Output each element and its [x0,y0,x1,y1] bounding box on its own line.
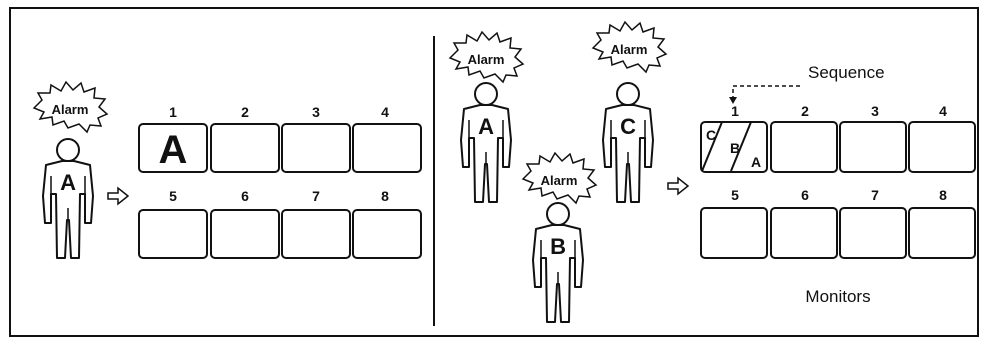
monitor-number: 8 [381,188,389,204]
alarm-text: Alarm [541,173,578,188]
monitor-screen [210,123,280,173]
monitor-number: 6 [241,188,249,204]
monitor-number: 2 [241,104,249,120]
alarm-burst: Alarm [33,81,108,133]
arrow-icon [107,187,129,205]
monitor-screen [281,123,351,173]
person-letter: A [478,114,494,139]
monitor-number: 4 [381,104,389,120]
monitor-screen [138,209,208,259]
monitor-screen [839,207,907,259]
arrow-icon [667,177,689,195]
person-a: A [42,138,94,259]
monitor-number: 3 [312,104,320,120]
sequence-letter: A [751,154,761,170]
person-letter: A [60,170,76,195]
alarm-text: Alarm [611,42,648,57]
alarm-burst: Alarm [449,31,524,83]
person-a: A [460,82,512,203]
monitor-screen [281,209,351,259]
monitor-screen [908,207,976,259]
alarm-burst: Alarm [522,152,597,204]
person-letter: C [620,114,636,139]
person-b: B [532,202,584,323]
monitor-screen [138,123,208,173]
person-letter: B [550,234,566,259]
monitor-screen [770,121,838,173]
monitor-number: 3 [871,103,879,119]
sequence-label: Sequence [808,63,885,82]
alarm-burst: Alarm [592,21,667,73]
monitor-number: 1 [731,103,739,119]
sequence-letter: C [706,127,716,143]
monitor-screen [352,209,422,259]
monitor-screen [210,209,280,259]
alarm-text: Alarm [52,102,89,117]
monitor-number: 4 [939,103,947,119]
sequence-pointer [729,85,800,104]
sequence-letter: B [730,140,740,156]
left-panel: Alarm A 1 2 3 4 5 6 7 8 A [33,81,422,259]
alarm-text: Alarm [468,52,505,67]
monitor-number: 5 [169,188,177,204]
sequence-divider [701,121,723,172]
monitor-screen [700,207,768,259]
monitor-number: 8 [939,187,947,203]
person-c: C [602,82,654,203]
monitor-screen [908,121,976,173]
monitor-number: 5 [731,187,739,203]
monitor-screen [839,121,907,173]
monitor-1-content: A [159,128,188,172]
outer-frame [9,7,979,337]
monitor-number: 7 [312,188,320,204]
monitor-screen [770,207,838,259]
monitor-screen [352,123,422,173]
monitor-number: 6 [801,187,809,203]
monitor-number: 2 [801,103,809,119]
monitors-label: Monitors [805,287,870,306]
monitor-number: 7 [871,187,879,203]
sequence-divider [730,121,752,172]
monitor-number: 1 [169,104,177,120]
right-panel: Alarm A Alarm C Alarm B [449,21,976,323]
